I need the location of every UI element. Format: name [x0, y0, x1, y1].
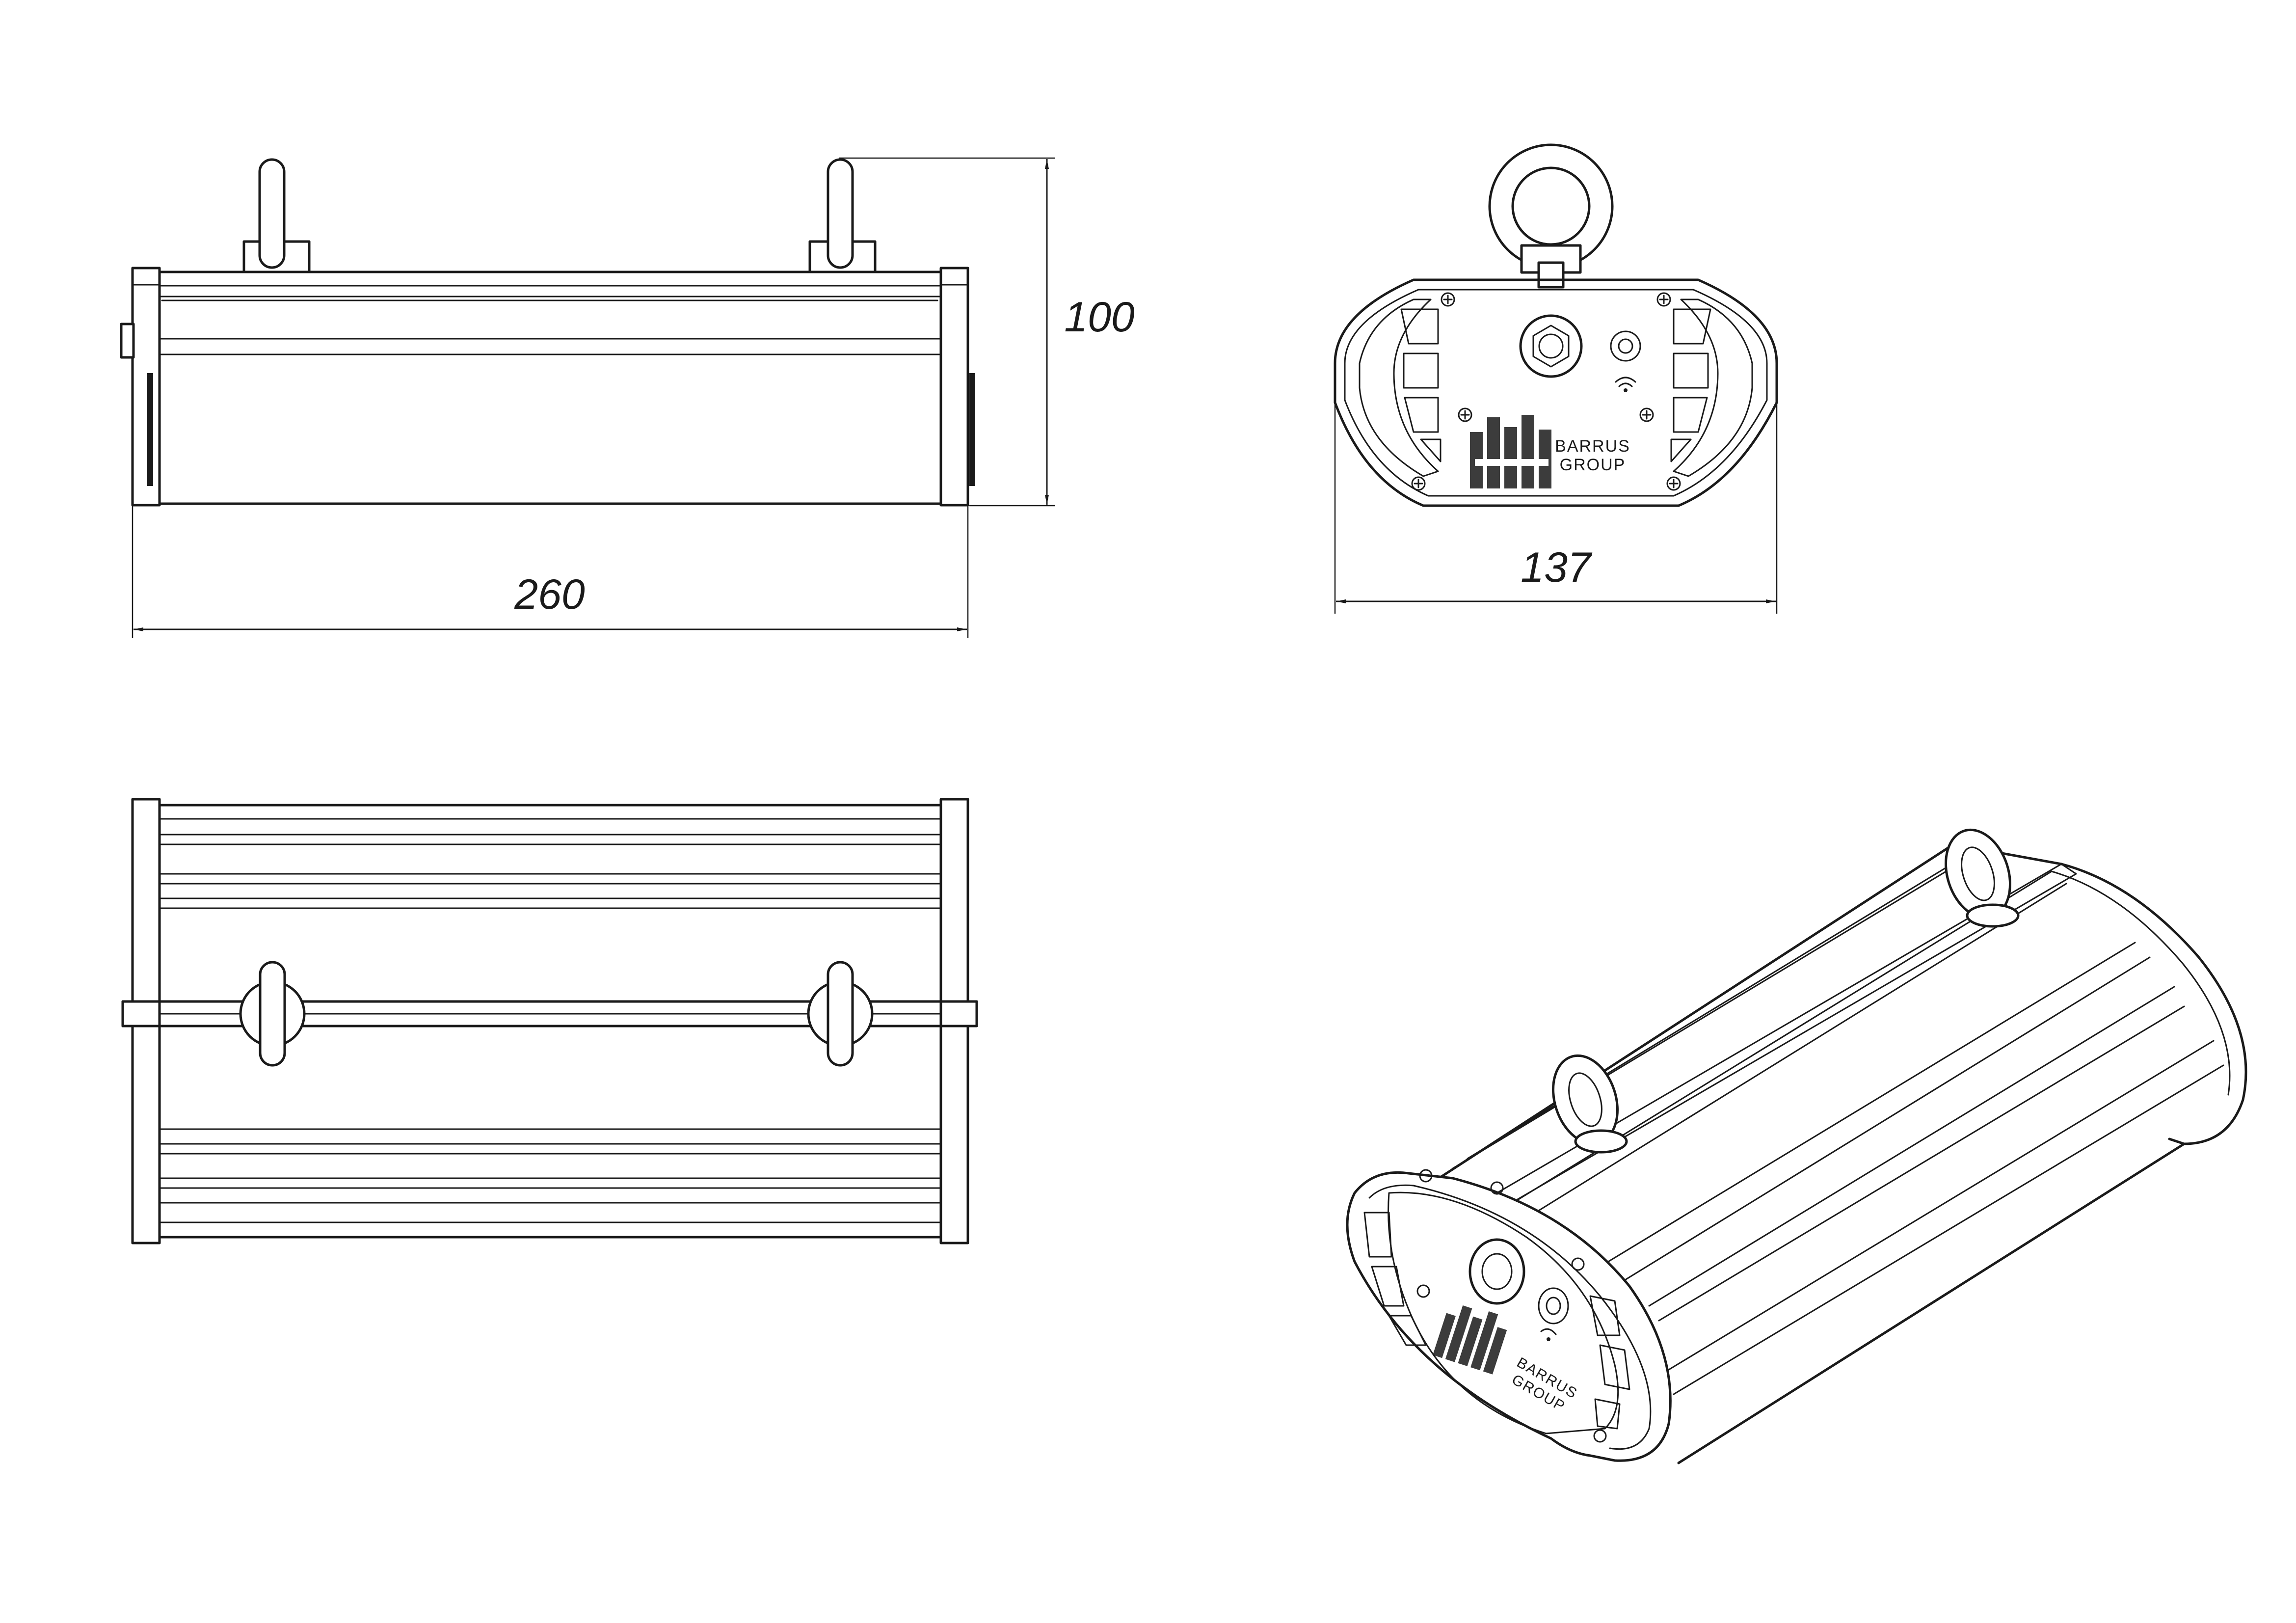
iso-eye-bolt-front [1552, 1054, 1628, 1154]
top-view [121, 798, 978, 1244]
brand-name-line1: BARRUS [1555, 437, 1630, 456]
cable-gland [1519, 314, 1583, 378]
dimension-height: 100 [839, 157, 1135, 507]
left-grille [1359, 298, 1442, 477]
screw-mid-left [1458, 407, 1472, 422]
dimension-width-label: 137 [1521, 544, 1593, 591]
brand-logo [1470, 415, 1551, 488]
dimension-height-label: 100 [1064, 294, 1135, 341]
front-view [120, 158, 975, 507]
screw-top-left [1441, 292, 1455, 307]
dimension-width: 137 [1334, 363, 1778, 614]
screw-mid-right [1639, 407, 1654, 422]
sensor [1610, 330, 1641, 362]
iso-sensor [1538, 1287, 1569, 1325]
eye-bolt-top-right [807, 961, 874, 1067]
iso-cable-gland [1468, 1238, 1525, 1305]
isometric-view: BARRUS GROUP [1346, 828, 2247, 1464]
eye-bolt-right [808, 158, 877, 273]
screw-bottom-left [1411, 476, 1426, 491]
dimension-length-label: 260 [514, 571, 585, 618]
wifi-icon [1615, 377, 1636, 392]
iso-eye-bolt-rear [1945, 828, 2020, 928]
right-grille [1670, 298, 1753, 477]
dimension-length: 260 [132, 506, 969, 638]
end-view: BARRUS GROUP [1334, 143, 1778, 507]
brand-name-line2: GROUP [1560, 456, 1626, 474]
screw-top-right [1656, 292, 1671, 307]
iso-wifi-icon [1540, 1328, 1557, 1341]
screw-bottom-right [1666, 476, 1681, 491]
iso-brand-logo [1433, 1305, 1507, 1375]
eye-bolt-left [242, 158, 311, 273]
eye-bolt-top-left [239, 961, 306, 1067]
